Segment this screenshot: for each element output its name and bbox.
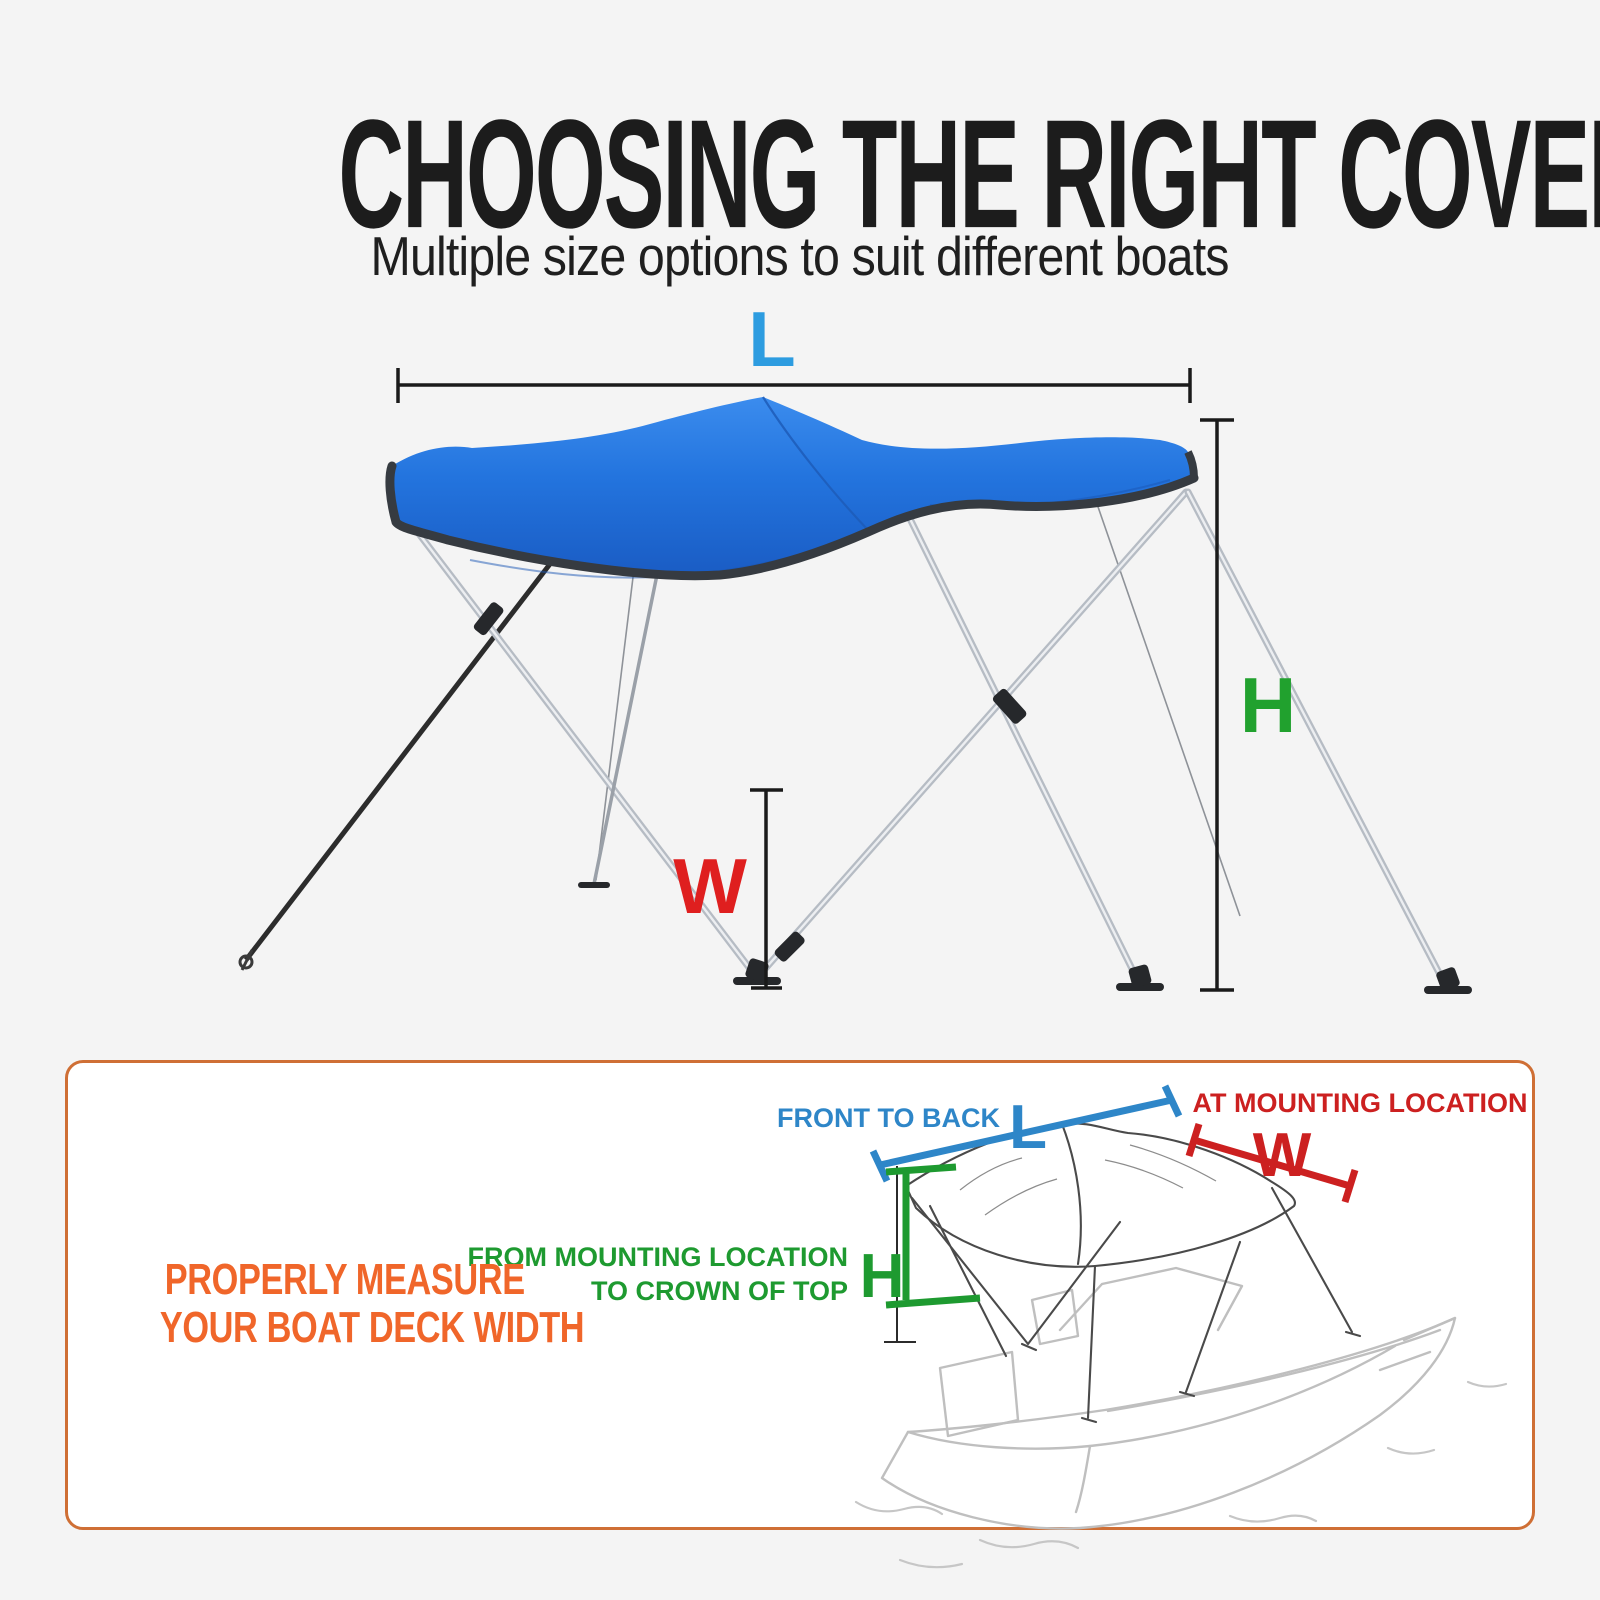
- canopy-trim: [1184, 450, 1198, 479]
- mount-foot: [1116, 964, 1164, 991]
- panel-heading-line2: YOUR BOAT DECK WIDTH: [159, 1303, 585, 1352]
- strap: [244, 476, 618, 962]
- panel-heading-line1: PROPERLY MEASURE: [165, 1255, 525, 1304]
- support-wire: [1087, 477, 1241, 917]
- hinge-fitting: [774, 931, 805, 962]
- length-label: L: [748, 295, 796, 383]
- mount-foot: [733, 958, 781, 985]
- rear-support-pole: [592, 558, 662, 886]
- strap-hook: [238, 949, 254, 971]
- canopy-fold: [469, 537, 861, 579]
- width-dimension-line: [750, 788, 783, 990]
- page-subtitle-text: Multiple size options to suit different …: [370, 225, 1230, 287]
- canopy: [385, 396, 1199, 581]
- page-title: CHOOSING THE RIGHT COVER: [0, 86, 1600, 260]
- height-dimension-line: [1200, 418, 1234, 992]
- hinge-fitting: [992, 688, 1027, 724]
- panel-heading: PROPERLY MEASURE YOUR BOAT DECK WIDTH: [100, 1256, 590, 1352]
- width-label: W: [673, 842, 747, 930]
- canopy-seam: [762, 396, 869, 531]
- small-foot: [578, 882, 610, 888]
- page-subtitle: Multiple size options to suit different …: [0, 224, 1600, 288]
- canopy-trim: [385, 461, 1199, 581]
- canopy-fold: [929, 479, 1171, 509]
- mount-foot: [1424, 967, 1472, 994]
- canopy-clamp: [871, 445, 891, 468]
- strap-adjuster: [473, 602, 504, 636]
- dimension-lines: [396, 368, 1234, 992]
- support-wire: [595, 519, 641, 881]
- page-title-text: CHOOSING THE RIGHT COVER: [338, 88, 1600, 261]
- height-label: H: [1240, 661, 1296, 749]
- length-dimension-line: [396, 368, 1192, 403]
- bimini-frame: [238, 445, 1472, 994]
- canopy-clamp: [608, 462, 631, 486]
